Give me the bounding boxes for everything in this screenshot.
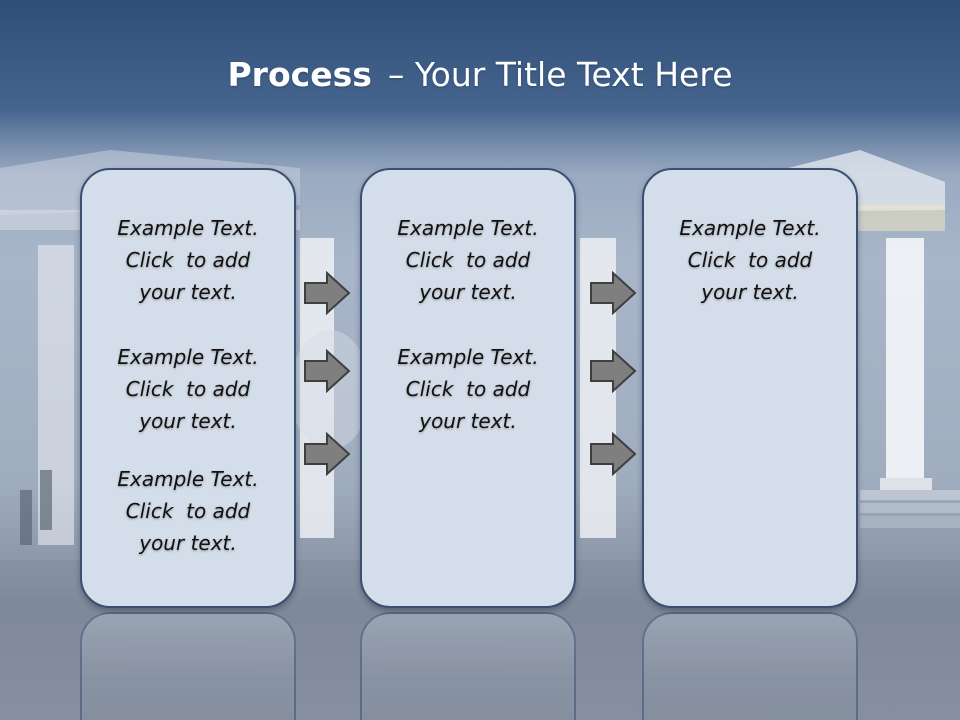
text-line: Example Text. (117, 216, 259, 240)
slide-title: Process – Your Title Text Here (0, 52, 960, 98)
right-arrow-icon (303, 271, 351, 315)
text-line: your text. (419, 280, 517, 304)
panel-reflection (642, 612, 858, 720)
text-block[interactable]: Example Text. Click to add your text. (82, 463, 294, 559)
right-arrow-icon (589, 432, 637, 476)
text-line: your text. (701, 280, 799, 304)
process-step-panel-1[interactable]: Example Text. Click to add your text. Ex… (80, 168, 296, 608)
process-step-panel-3[interactable]: Example Text. Click to add your text. (642, 168, 858, 608)
text-line: your text. (139, 280, 237, 304)
text-line: your text. (419, 409, 517, 433)
text-line: Example Text. (117, 467, 259, 491)
text-block[interactable]: Example Text. Click to add your text. (82, 212, 294, 308)
text-line: Click to add (125, 248, 251, 272)
title-strong: Process (227, 55, 372, 94)
right-arrow-icon (303, 349, 351, 393)
text-line: Example Text. (117, 345, 259, 369)
text-line: Click to add (687, 248, 813, 272)
title-rest: – Your Title Text Here (387, 55, 733, 94)
process-step-panel-2[interactable]: Example Text. Click to add your text. Ex… (360, 168, 576, 608)
text-line: Example Text. (679, 216, 821, 240)
text-line: your text. (139, 531, 237, 555)
text-line: Click to add (405, 377, 531, 401)
text-line: Click to add (125, 377, 251, 401)
text-block[interactable]: Example Text. Click to add your text. (362, 341, 574, 437)
text-block[interactable]: Example Text. Click to add your text. (644, 212, 856, 308)
text-block[interactable]: Example Text. Click to add your text. (362, 212, 574, 308)
right-arrow-icon (589, 271, 637, 315)
text-block[interactable]: Example Text. Click to add your text. (82, 341, 294, 437)
text-line: Example Text. (397, 345, 539, 369)
text-line: Example Text. (397, 216, 539, 240)
panel-reflection (80, 612, 296, 720)
text-line: Click to add (405, 248, 531, 272)
text-line: your text. (139, 409, 237, 433)
panel-reflection (360, 612, 576, 720)
right-arrow-icon (589, 349, 637, 393)
right-arrow-icon (303, 432, 351, 476)
text-line: Click to add (125, 499, 251, 523)
